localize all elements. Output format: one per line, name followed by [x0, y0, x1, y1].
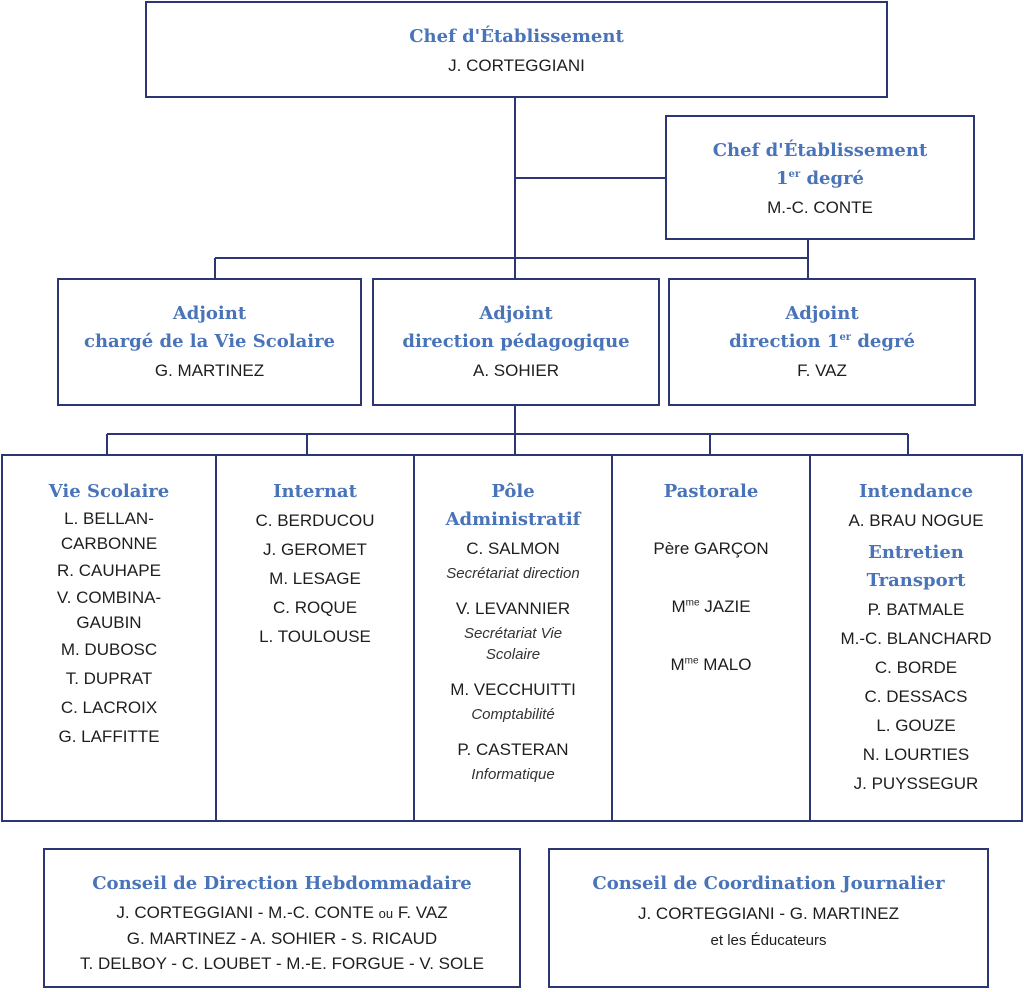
member-name: Mme MALO — [613, 650, 809, 679]
member-name: V. COMBINA- — [56, 588, 162, 607]
pastorale-box: Pastorale Père GARÇON Mme JAZIE Mme MALO — [611, 454, 811, 822]
member-role: Secrétariat Vie — [463, 625, 563, 642]
member-name: CARBONNE — [60, 534, 158, 553]
pastorale-title: Pastorale — [663, 481, 759, 502]
member-name: A. BRAU NOGUE — [848, 511, 984, 530]
conseil-coordination-title: Conseil de Coordination Journalier — [592, 873, 945, 894]
conseil-direction-title: Conseil de Direction Hebdommadaire — [92, 873, 472, 894]
member-name: M.-C. BLANCHARD — [840, 629, 992, 648]
member-name: N. LOURTIES — [862, 745, 970, 764]
adjoint-name: A. SOHIER — [473, 361, 559, 380]
member-name: M. DUBOSC — [60, 640, 158, 659]
adjoint-label: Adjoint — [785, 303, 859, 324]
members-text: J. CORTEGGIANI - M.-C. CONTE — [116, 903, 379, 922]
pole-title: Pôle — [491, 481, 535, 502]
member-name: GAUBIN — [76, 613, 142, 632]
member-name: C. SALMON — [466, 539, 560, 558]
adjoint-premier-degre-box: Adjoint direction 1er degré F. VAZ — [668, 278, 976, 406]
intendance-box: Intendance A. BRAU NOGUE Entretien Trans… — [809, 454, 1023, 822]
vie-scolaire-box: Vie Scolaire L. BELLAN- CARBONNE R. CAUH… — [1, 454, 217, 822]
member-name: J. GEROMET — [263, 540, 367, 559]
member-name: C. BORDE — [874, 658, 958, 677]
chef-etablissement-name: J. CORTEGGIANI — [448, 56, 585, 75]
member-name: T. DUPRAT — [65, 669, 153, 688]
chef-premier-degre-subtitle: 1er degré — [667, 165, 973, 193]
degree-suffix: er — [839, 332, 852, 343]
member-surname: JAZIE — [699, 597, 751, 616]
adjoint-pedagogique-box: Adjoint direction pédagogique A. SOHIER — [372, 278, 660, 406]
title-prefix: M — [670, 655, 685, 674]
member-name: P. BATMALE — [867, 600, 965, 619]
member-role: Comptabilité — [471, 706, 555, 723]
conseil-direction-members: J. CORTEGGIANI - M.-C. CONTE ou F. VAZ — [45, 900, 519, 926]
chef-etablissement-box: Chef d'Établissement J. CORTEGGIANI — [145, 1, 888, 98]
member-name: C. LACROIX — [60, 698, 158, 717]
adjoint-name: G. MARTINEZ — [154, 361, 265, 380]
degree-suffix: er — [788, 169, 801, 180]
or-word: ou — [378, 906, 394, 921]
member-name: C. DESSACS — [864, 687, 968, 706]
member-name: L. GOUZE — [876, 716, 956, 735]
member-name: M. VECCHUITTI — [450, 680, 576, 699]
members-text: F. VAZ — [393, 903, 448, 922]
adjoint-role: direction 1er degré — [670, 328, 974, 356]
title-prefix: M — [671, 597, 686, 616]
vie-scolaire-title: Vie Scolaire — [48, 481, 170, 502]
internat-box: Internat C. BERDUCOU J. GEROMET M. LESAG… — [215, 454, 415, 822]
chef-premier-degre-name: M.-C. CONTE — [767, 198, 873, 217]
adjoint-vie-scolaire-box: Adjoint chargé de la Vie Scolaire G. MAR… — [57, 278, 362, 406]
member-name: V. LEVANNIER — [455, 599, 571, 618]
member-surname: MALO — [698, 655, 752, 674]
chef-premier-degre-box: Chef d'Établissement 1er degré M.-C. CON… — [665, 115, 975, 240]
member-name: L. BELLAN- — [64, 509, 154, 528]
adjoint-role-text: direction 1 — [729, 331, 840, 352]
conseil-coordination-box: Conseil de Coordination Journalier J. CO… — [548, 848, 989, 988]
entretien-title: Entretien — [868, 542, 964, 563]
conseil-direction-members: G. MARTINEZ - A. SOHIER - S. RICAUD — [126, 929, 438, 948]
member-name: Père GARÇON — [653, 539, 769, 558]
member-name: C. ROQUE — [272, 598, 358, 617]
adjoint-role: chargé de la Vie Scolaire — [83, 331, 335, 352]
adjoint-role: direction pédagogique — [402, 331, 630, 352]
internat-title: Internat — [273, 481, 357, 502]
chef-etablissement-title: Chef d'Établissement — [409, 26, 624, 47]
member-role: Informatique — [471, 766, 555, 783]
member-name: C. BERDUCOU — [255, 511, 375, 530]
member-name: P. CASTERAN — [457, 740, 569, 759]
conseil-coordination-members: J. CORTEGGIANI - G. MARTINEZ — [637, 904, 899, 923]
member-name: M. LESAGE — [269, 569, 361, 588]
conseil-coordination-note: et les Éducateurs — [710, 932, 827, 949]
chef-premier-degre-title: Chef d'Établissement — [712, 140, 928, 161]
member-name: L. TOULOUSE — [259, 627, 371, 646]
intendance-title: Intendance — [858, 481, 974, 502]
member-role: Scolaire — [485, 646, 541, 663]
adjoint-name: F. VAZ — [797, 361, 847, 380]
pole-administratif-box: Pôle Administratif C. SALMON Secrétariat… — [413, 454, 613, 822]
pole-title-2: Administratif — [445, 509, 581, 530]
member-role: Secrétariat direction — [446, 565, 580, 582]
degree-word: degré — [851, 331, 915, 352]
conseil-direction-box: Conseil de Direction Hebdommadaire J. CO… — [43, 848, 521, 988]
title-suffix: me — [685, 597, 700, 609]
degree-number: 1 — [776, 168, 789, 189]
adjoint-label: Adjoint — [479, 303, 553, 324]
member-name: Mme JAZIE — [613, 592, 809, 621]
member-name: R. CAUHAPE — [57, 561, 161, 580]
member-name: J. PUYSSEGUR — [853, 774, 979, 793]
member-name: G. LAFFITTE — [58, 727, 160, 746]
adjoint-label: Adjoint — [172, 303, 247, 324]
conseil-direction-members: T. DELBOY - C. LOUBET - M.-E. FORGUE - V… — [80, 954, 484, 973]
transport-title: Transport — [866, 570, 966, 591]
degree-word: degré — [800, 168, 864, 189]
title-suffix: me — [684, 655, 699, 667]
